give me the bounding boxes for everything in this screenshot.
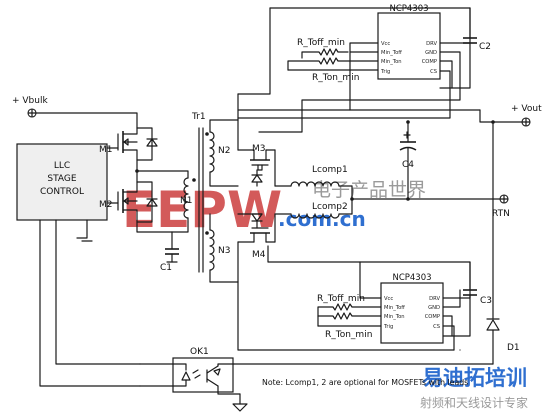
resistor-r-ton-bottom <box>317 312 382 327</box>
ground-symbol <box>232 393 248 412</box>
ic-top-pin-min-ton: Min_Ton <box>381 59 402 65</box>
capacitor-c4 <box>399 121 417 200</box>
m3-label: M3 <box>252 144 266 154</box>
r-ton-top-label: R_Ton_min <box>312 73 359 83</box>
watermark-logo: EEPW <box>122 181 282 239</box>
r-toff-top-label: R_Toff_min <box>297 38 345 48</box>
ic-ncp4303-top: NCP4303 Vcc Min_Toff Min_Ton Trig DRV GN… <box>377 4 441 80</box>
ic-ncp4303-bottom: NCP4303 Vcc Min_Toff Min_Ton Trig DRV GN… <box>380 273 444 344</box>
capacitor-c1 <box>165 231 179 263</box>
d1-label: D1 <box>507 343 520 353</box>
m2-label: M2 <box>99 200 113 210</box>
vout-label: + Vout <box>511 104 542 114</box>
capacitor-c2 <box>439 7 477 89</box>
tr1-label: Tr1 <box>191 112 206 122</box>
n1-label: N1 <box>180 196 192 206</box>
rtn-label: RTN <box>492 209 510 219</box>
optocoupler-ok1 <box>139 357 241 395</box>
llc-stage-control-block <box>16 143 108 221</box>
c1-label: C1 <box>160 263 172 273</box>
n2-label: N2 <box>218 146 230 156</box>
transformer-tr1 <box>183 127 215 273</box>
c2-label: C2 <box>479 42 491 52</box>
ic-bottom-pin-comp: COMP <box>425 314 440 320</box>
watermark-domain: .com.cn <box>278 207 366 231</box>
c3-label: C3 <box>480 296 492 306</box>
inductor-lcomp2 <box>274 213 353 219</box>
llc-block-line1: LLC <box>54 161 70 171</box>
resistor-r-toff-top <box>301 48 349 59</box>
resistor-r-ton-top <box>287 57 379 71</box>
vbulk-label: + Vbulk <box>12 96 48 106</box>
llc-block-line3: CONTROL <box>40 187 84 197</box>
input-terminal-vbulk <box>27 108 37 118</box>
output-terminal-rtn <box>499 194 509 204</box>
watermark-slogan: 射频和天线设计专家 <box>420 395 528 410</box>
ic-top-pin-cs: CS <box>430 69 437 75</box>
watermark: EEPW .com.cn 电子产品世界 易迪拓培训 射频和天线设计专家 <box>122 179 528 410</box>
ok1-label: OK1 <box>190 347 209 357</box>
lcomp2-label: Lcomp2 <box>312 202 348 212</box>
resistor-r-toff-bottom <box>317 303 382 317</box>
diode-d1 <box>486 318 500 365</box>
mosfet-m1 <box>117 127 158 161</box>
ic-top-pin-gnd: GND <box>425 50 437 56</box>
mosfet-m4 <box>237 213 276 283</box>
ic-bottom-pin-drv: DRV <box>429 296 440 302</box>
output-terminal-vout <box>521 117 531 127</box>
ic-top-name: NCP4303 <box>389 4 428 14</box>
r-ton-bottom-label: R_Ton_min <box>325 330 372 340</box>
watermark-brand: 易迪拓培训 <box>422 366 527 390</box>
watermark-cn-title: 电子产品世界 <box>312 179 426 201</box>
ic-top-pin-vcc: Vcc <box>381 41 390 47</box>
mosfet-m3 <box>237 119 276 187</box>
llc-block-line2: STAGE <box>47 174 76 184</box>
schematic-note: Note: Lcomp1, 2 are optional for MOSFETs… <box>262 378 468 387</box>
lcomp1-label: Lcomp1 <box>312 165 348 175</box>
ic-bottom-name: NCP4303 <box>392 273 431 283</box>
r-toff-bottom-label: R_Toff_min <box>317 294 365 304</box>
ic-top-pin-trig: Trig <box>380 69 390 75</box>
ic-bottom-pin-cs: CS <box>433 324 440 330</box>
n3-label: N3 <box>218 246 230 256</box>
ic-bottom-pin-min-toff: Min_Toff <box>384 305 405 311</box>
capacitor-c3 <box>442 261 477 337</box>
ic-bottom-pin-min-ton: Min_Ton <box>384 314 405 320</box>
m1-label: M1 <box>99 145 113 155</box>
c4-label: C4 <box>402 160 414 170</box>
ic-top-pin-drv: DRV <box>426 41 437 47</box>
ic-top-pin-comp: COMP <box>422 59 437 65</box>
ic-bottom-pin-gnd: GND <box>428 305 440 311</box>
mosfet-m2 <box>117 181 158 223</box>
inductor-lcomp1 <box>274 181 353 187</box>
ic-bottom-pin-vcc: Vcc <box>384 296 393 302</box>
m4-label: M4 <box>252 250 266 260</box>
ic-top-pin-min-toff: Min_Toff <box>381 50 402 56</box>
ic-bottom-pin-trig: Trig <box>383 324 393 330</box>
